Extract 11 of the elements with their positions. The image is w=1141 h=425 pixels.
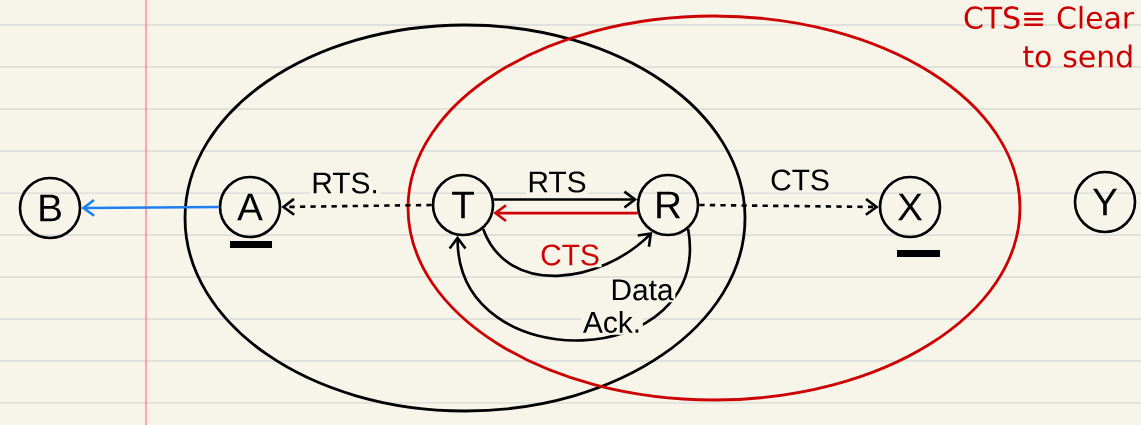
edge-label: Ack. — [581, 309, 643, 335]
arrow — [481, 228, 653, 278]
arrow — [493, 204, 638, 223]
arrow — [281, 197, 432, 216]
arrow — [448, 228, 691, 342]
arrow — [493, 190, 638, 209]
edge-label: CTS — [538, 242, 602, 268]
arrow — [699, 197, 879, 216]
arrow — [81, 198, 219, 217]
note-text: CTS≡ Clear to send — [964, 5, 1135, 68]
edge-label: CTS — [768, 167, 832, 193]
